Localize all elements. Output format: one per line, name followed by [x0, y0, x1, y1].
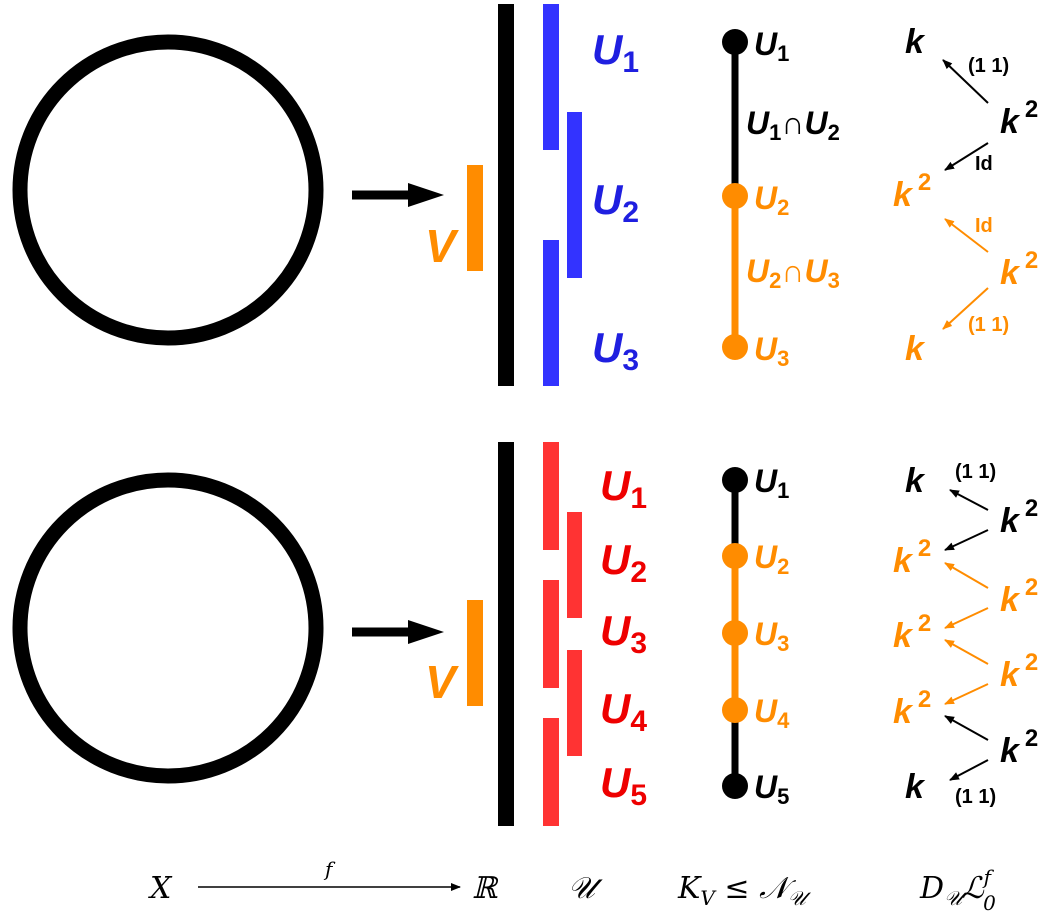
- id-label-top-1: Id: [975, 153, 993, 175]
- arrow-b-1: [949, 489, 989, 511]
- cover-interval-u2: [567, 112, 582, 278]
- nerve-label-u1-cap-u2: U1∩U2: [746, 105, 840, 145]
- caption-cover: 𝒰: [568, 871, 603, 906]
- cover-label-u1: U1: [592, 26, 639, 79]
- nerve-node-u1-b: [722, 467, 748, 493]
- node-k-bottom-1: k: [905, 462, 926, 500]
- matrix-label-top-2: (1 1): [968, 314, 1009, 336]
- label-v-top: V: [425, 220, 459, 272]
- cover-top: U1 U2 U3: [543, 4, 639, 386]
- arrow-b-2: [944, 529, 989, 551]
- cover-label-u4-b: U4: [600, 685, 647, 738]
- caption-nerve: KV ≤ 𝒩𝒰: [677, 871, 812, 910]
- circle-space-bottom: [12, 472, 324, 784]
- id-label-top-2: Id: [975, 215, 993, 237]
- cover-interval-u3-b: [543, 580, 559, 688]
- caption-reals: ℝ: [472, 871, 499, 906]
- nerve-node-u2: [722, 183, 748, 209]
- cover-label-u2-b: U2: [600, 536, 647, 589]
- matrix-label-bottom-2: (1 1): [955, 786, 996, 808]
- nerve-label-u2-cap-u3: U2∩U3: [746, 253, 840, 293]
- arrow-k2-to-k2-top-2: [944, 218, 989, 253]
- nerve-label-u1-b: U1: [754, 463, 789, 503]
- interval-v-top: [467, 165, 483, 271]
- arrow-k2-to-k-top: [942, 59, 989, 104]
- arrow-k2-to-k-top-2: [942, 287, 989, 330]
- nerve-label-u4-b: U4: [754, 693, 790, 733]
- projection-arrow-top: [352, 183, 444, 207]
- projection-arrow-bottom: [352, 620, 444, 644]
- cover-interval-u3: [543, 240, 559, 386]
- nerve-label-u3-b: U3: [754, 616, 789, 656]
- arrow-b-6: [944, 683, 989, 705]
- cover-bottom: U1 U2 U3 U4 U5: [543, 442, 647, 826]
- cover-label-u1-b: U1: [600, 462, 647, 515]
- nerve-bottom: U1 U2 U3 U4 U5: [722, 463, 790, 809]
- nerve-label-u2-b: U2: [754, 539, 789, 579]
- nerve-label-u3: U3: [754, 331, 789, 371]
- nerve-top: U1 U2 U3 U1∩U2 U2∩U3: [722, 26, 840, 371]
- nerve-node-u4-b: [722, 697, 748, 723]
- caption-x: X: [148, 871, 173, 906]
- arrow-b-4: [944, 607, 989, 629]
- nerve-label-u2: U2: [754, 180, 789, 220]
- caption-f: f: [323, 857, 336, 881]
- cover-interval-u1-b: [543, 442, 559, 550]
- cover-interval-u5-b: [543, 718, 559, 826]
- nerve-node-u3: [722, 334, 748, 360]
- node-k-top-1: k: [905, 23, 926, 61]
- nerve-node-u3-b: [722, 620, 748, 646]
- real-line-top: [498, 4, 514, 386]
- cover-label-u3: U3: [592, 324, 639, 377]
- matrix-label-bottom-1: (1 1): [955, 461, 996, 483]
- cover-interval-u1: [543, 4, 559, 150]
- nerve-node-u1: [722, 29, 748, 55]
- node-k-top-2: k: [905, 330, 926, 368]
- interval-v-bottom: [467, 600, 483, 706]
- arrow-b-8: [949, 759, 989, 781]
- node-k-bottom-2: k: [905, 768, 926, 806]
- nerve-node-u5-b: [722, 773, 748, 799]
- arrow-k2-to-k2-top-1: [944, 142, 989, 171]
- nerve-node-u2-b: [722, 543, 748, 569]
- matrix-label-top-1: (1 1): [968, 55, 1009, 77]
- arrow-b-3: [944, 562, 989, 589]
- bottom-panel: V U1 U2 U3 U4 U5 U1 U2 U3 U4: [12, 442, 1038, 826]
- cover-interval-u4-b: [567, 650, 582, 756]
- circle-space-top: [12, 34, 324, 346]
- cover-label-u5-b: U5: [600, 759, 647, 812]
- arrow-b-5: [944, 639, 989, 665]
- real-line-bottom: [498, 442, 514, 826]
- nerve-label-u1: U1: [754, 26, 789, 66]
- cover-label-u2: U2: [592, 176, 639, 229]
- cover-interval-u2-b: [567, 512, 582, 618]
- arrow-b-7: [944, 715, 989, 741]
- cover-label-u3-b: U3: [600, 607, 647, 660]
- label-v-bottom: V: [425, 656, 459, 708]
- nerve-label-u5-b: U5: [754, 769, 789, 809]
